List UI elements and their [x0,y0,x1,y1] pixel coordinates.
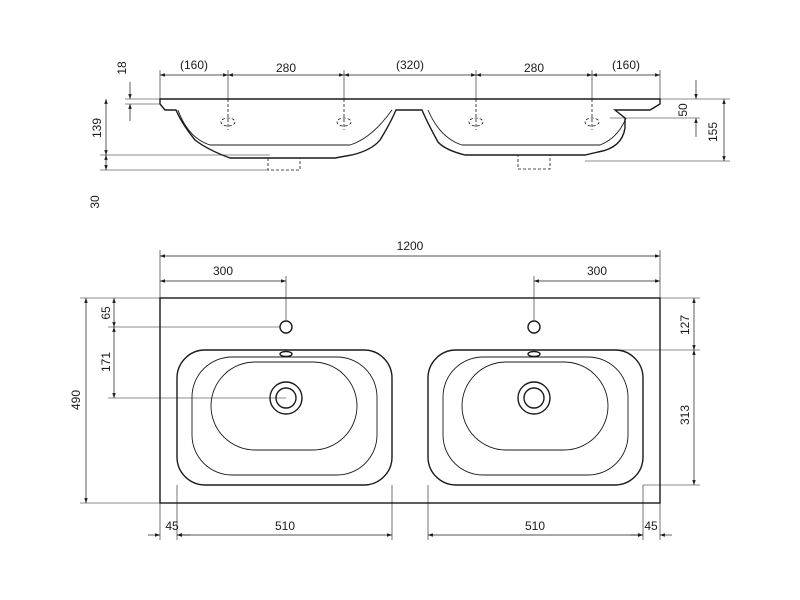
dim-width-total: 1200 [397,239,424,253]
dim-spacing-2: 280 [276,61,296,75]
dim-back-to-bowl: 127 [678,315,692,335]
side-slab [159,98,661,159]
dim-spacing-5: (160) [612,58,640,72]
plan-left-tap-hole [279,320,293,334]
plan-right-drain-outer [517,381,551,415]
dim-tap-offset-left: 300 [213,264,233,278]
plan-left-overflow [279,350,293,358]
dim-bowl-width-right: 510 [525,519,545,533]
side-right-bowl-inner [427,109,627,146]
dim-thickness-top: 18 [115,61,129,75]
dim-drain-offset: 30 [88,195,102,209]
dim-spacing-4: 280 [524,61,544,75]
side-right-drain [517,154,551,170]
plan-right-drain-inner [523,387,545,409]
plan-left-basin-outer [176,349,393,486]
side-left-bowl-inner [177,109,393,146]
dim-margin-left: 45 [165,519,179,533]
plan-right-overflow [527,350,541,358]
dim-spacing-3: (320) [396,58,424,72]
plan-right-basin-inner [461,361,609,451]
dim-total-height: 155 [706,122,720,142]
plan-right-basin-mid [442,356,629,476]
plan-right-basin-outer [427,349,644,486]
dim-depth-total: 490 [69,390,83,410]
plan-left-basin-inner [210,361,358,451]
side-left-drain [267,157,301,171]
dim-drain-from-tap: 171 [99,352,113,372]
dim-edge-height: 50 [676,103,690,117]
side-hole-4 [584,117,600,127]
side-hole-1 [220,117,236,127]
dim-bowl-depth-plan: 313 [678,405,692,425]
dim-tap-offset-right: 300 [587,264,607,278]
side-hole-2 [336,117,352,127]
plan-countertop [159,297,661,504]
dim-spacing-1: (160) [180,58,208,72]
dim-tap-from-back: 65 [99,306,113,320]
side-view: (160) 280 (320) 280 (160) 18 139 30 50 1… [88,58,730,209]
dim-bowl-width-left: 510 [275,519,295,533]
plan-left-basin-mid [191,356,378,476]
dim-margin-right: 45 [644,519,658,533]
side-hole-3 [468,117,484,127]
dim-bowl-depth-side: 139 [90,118,104,138]
plan-right-tap-hole [527,320,541,334]
top-view: 1200 300 300 65 171 490 127 313 [69,239,700,540]
